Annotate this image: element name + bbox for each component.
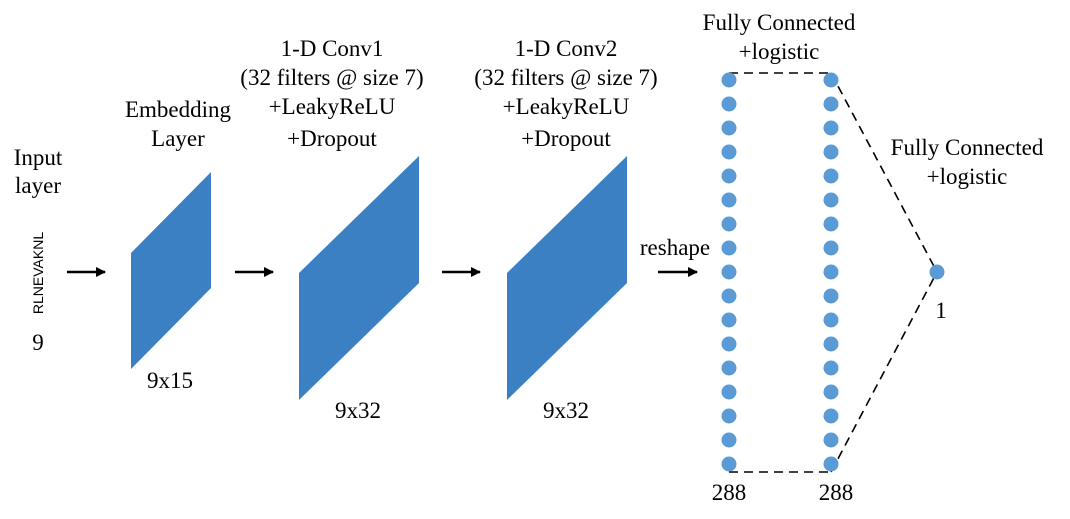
input-sequence: RLNEVAKNL: [30, 232, 46, 314]
fc1-right-node: [823, 144, 839, 160]
fc1-right-node: [823, 240, 839, 256]
input-layer-title-line2: layer: [15, 173, 61, 198]
fc1-right-node: [823, 72, 839, 88]
fc1-left-node: [721, 432, 737, 448]
fc1-left-node: [721, 168, 737, 184]
fc1-right-node: [823, 96, 839, 112]
conv1-title-line2: (32 filters @ size 7): [240, 65, 423, 90]
fc-to-output-top-connection: [830, 72, 938, 273]
fc1-right-node-column: [823, 72, 839, 472]
fc1-right-node: [823, 312, 839, 328]
input-layer-title-line1: Input: [14, 145, 63, 170]
fc1-right-count: 288: [819, 480, 854, 505]
fc-to-output-bottom-connection: [830, 271, 938, 473]
fc1-right-node: [823, 360, 839, 376]
fc1-right-node: [823, 264, 839, 280]
fc1-left-node: [721, 264, 737, 280]
fc1-left-node: [721, 456, 737, 472]
fc1-right-node: [823, 216, 839, 232]
conv2-title-line1: 1-D Conv2: [515, 36, 618, 61]
fc1-right-node: [823, 168, 839, 184]
fc1-left-node: [721, 192, 737, 208]
conv1-dim: 9x32: [335, 398, 381, 423]
fc1-right-node: [823, 432, 839, 448]
reshape-label: reshape: [640, 235, 710, 260]
fc1-right-node: [823, 408, 839, 424]
fc1-title-line2: +logistic: [739, 39, 820, 64]
output-node: [929, 264, 945, 280]
fc1-right-node: [823, 384, 839, 400]
conv1-title-line4: +Dropout: [287, 126, 377, 151]
fc1-left-count: 288: [712, 480, 747, 505]
conv1-title-line1: 1-D Conv1: [281, 36, 384, 61]
conv2-layer-block: [507, 156, 627, 400]
fc1-left-node: [721, 384, 737, 400]
fc1-left-node: [721, 336, 737, 352]
fc1-left-node: [721, 408, 737, 424]
conv1-layer-block: [299, 156, 419, 400]
fc2-title-line1: Fully Connected: [891, 135, 1044, 160]
input-length: 9: [32, 330, 44, 355]
fc1-right-node: [823, 120, 839, 136]
fc1-left-node: [721, 240, 737, 256]
embedding-title-line2: Layer: [151, 126, 205, 151]
conv1-title-line3: +LeakyReLU: [269, 94, 396, 119]
fc1-left-node: [721, 360, 737, 376]
fc1-left-node-column: [721, 72, 737, 472]
fc1-left-node: [721, 312, 737, 328]
fc1-left-node: [721, 120, 737, 136]
embedding-dim: 9x15: [147, 368, 193, 393]
fc1-title-line1: Fully Connected: [703, 10, 856, 35]
fc1-left-node: [721, 288, 737, 304]
fc2-title-line2: +logistic: [927, 164, 1008, 189]
conv2-title-line2: (32 filters @ size 7): [474, 65, 657, 90]
fc1-right-node: [823, 288, 839, 304]
fc1-right-node: [823, 336, 839, 352]
fc1-right-node: [823, 456, 839, 472]
conv2-dim: 9x32: [543, 398, 589, 423]
conv2-title-line3: +LeakyReLU: [503, 94, 630, 119]
fc1-left-node: [721, 72, 737, 88]
fc1-right-node: [823, 192, 839, 208]
embedding-layer-block: [131, 172, 211, 369]
fc1-left-node: [721, 144, 737, 160]
fc2-output-count: 1: [935, 298, 947, 323]
fc1-left-node: [721, 96, 737, 112]
conv2-title-line4: +Dropout: [521, 126, 611, 151]
embedding-title-line1: Embedding: [125, 97, 232, 122]
fc1-left-node: [721, 216, 737, 232]
